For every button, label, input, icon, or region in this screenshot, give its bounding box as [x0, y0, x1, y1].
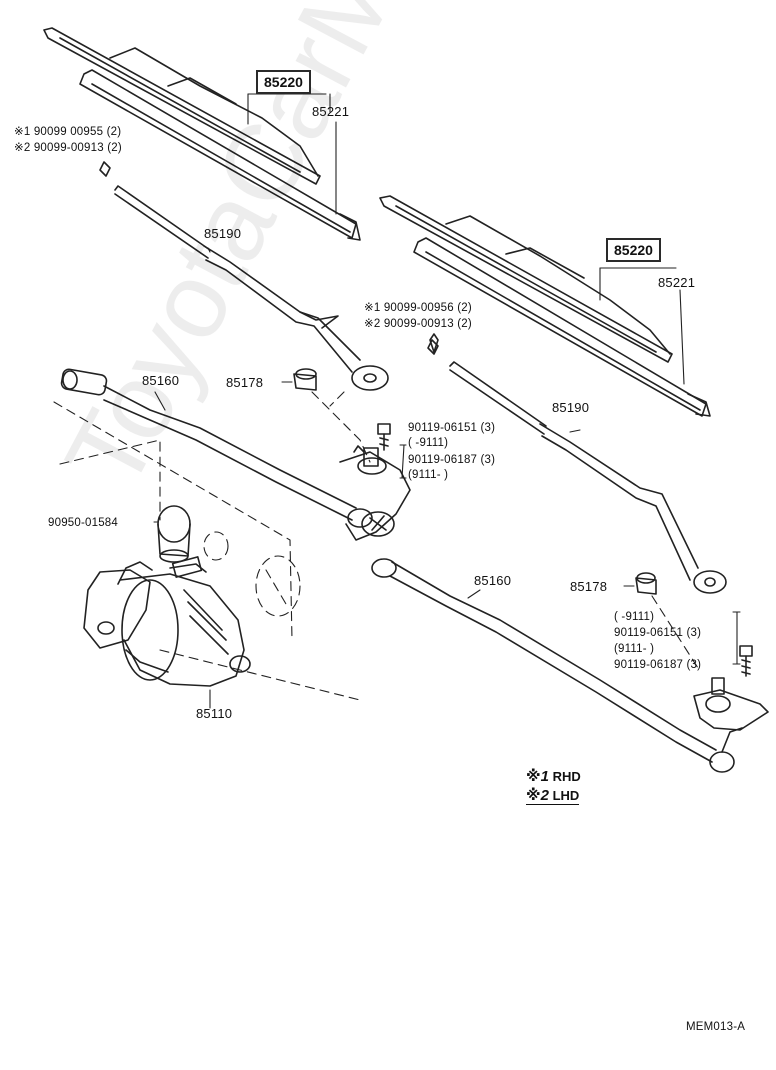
- right-blade-screw: [429, 333, 439, 353]
- left-link-rod: [60, 368, 373, 528]
- screw-note-right-1[interactable]: ※1 90099-00956 (2): [364, 302, 472, 314]
- legend-item-2: ※2 LHD: [526, 787, 580, 805]
- right-wiper-blade: [379, 195, 711, 417]
- right-wiper-arm: [449, 361, 727, 594]
- left-pivot: [339, 423, 411, 541]
- legend-text-2: LHD: [552, 788, 580, 803]
- part-85178-left[interactable]: 85178: [226, 375, 264, 390]
- screw-note-right-2[interactable]: ※2 90099-00913 (2): [364, 318, 472, 330]
- part-85178-right[interactable]: 85178: [570, 579, 608, 594]
- nut-left-2[interactable]: 90119-06187 (3): [408, 454, 496, 466]
- motor-cover: [157, 505, 191, 563]
- legend-mark-2: ※2: [526, 787, 549, 804]
- screw-note-left-1[interactable]: ※1 90099 00955 (2): [14, 126, 122, 138]
- screw-note-left-2[interactable]: ※2 90099-00913 (2): [14, 142, 122, 154]
- nut-left-1-range: ( -9111): [408, 437, 449, 449]
- legend-item-1: ※1 RHD: [526, 768, 581, 785]
- left-wiper-arm: [114, 185, 389, 391]
- legend-text-1: RHD: [552, 769, 581, 784]
- body-outline-dashed: [53, 391, 699, 701]
- nut-right-range-1: ( -9111): [614, 611, 655, 623]
- right-pivot: [693, 645, 769, 731]
- legend-mark-1: ※1: [526, 768, 549, 785]
- part-85110[interactable]: 85110: [196, 706, 233, 721]
- part-85190-left[interactable]: 85190: [204, 226, 242, 241]
- wiper-motor: [83, 556, 251, 687]
- part-90950-01584[interactable]: 90950-01584: [48, 517, 118, 529]
- nut-left-1[interactable]: 90119-06151 (3): [408, 422, 496, 434]
- nut-right-range-2: (9111- ): [614, 643, 655, 655]
- nut-left-2-range: (9111- ): [408, 469, 449, 481]
- part-85190-right[interactable]: 85190: [552, 400, 590, 415]
- part-85221-right[interactable]: 85221: [658, 275, 696, 290]
- nut-right-2[interactable]: 90119-06187 (3): [614, 659, 702, 671]
- part-85160-left[interactable]: 85160: [142, 373, 180, 388]
- part-85160-right[interactable]: 85160: [474, 573, 512, 588]
- left-wiper-blade: [43, 27, 361, 241]
- leader-lines: [153, 93, 741, 709]
- part-85220-left[interactable]: 85220: [256, 70, 311, 94]
- diagram-code: MEM013-A: [686, 1021, 746, 1033]
- right-pivot-cap: [635, 572, 657, 595]
- right-link-rod: [371, 558, 743, 773]
- left-pivot-cap: [293, 368, 317, 391]
- nut-right-1[interactable]: 90119-06151 (3): [614, 627, 702, 639]
- part-85220-right[interactable]: 85220: [606, 238, 661, 262]
- part-85221-left[interactable]: 85221: [312, 104, 350, 119]
